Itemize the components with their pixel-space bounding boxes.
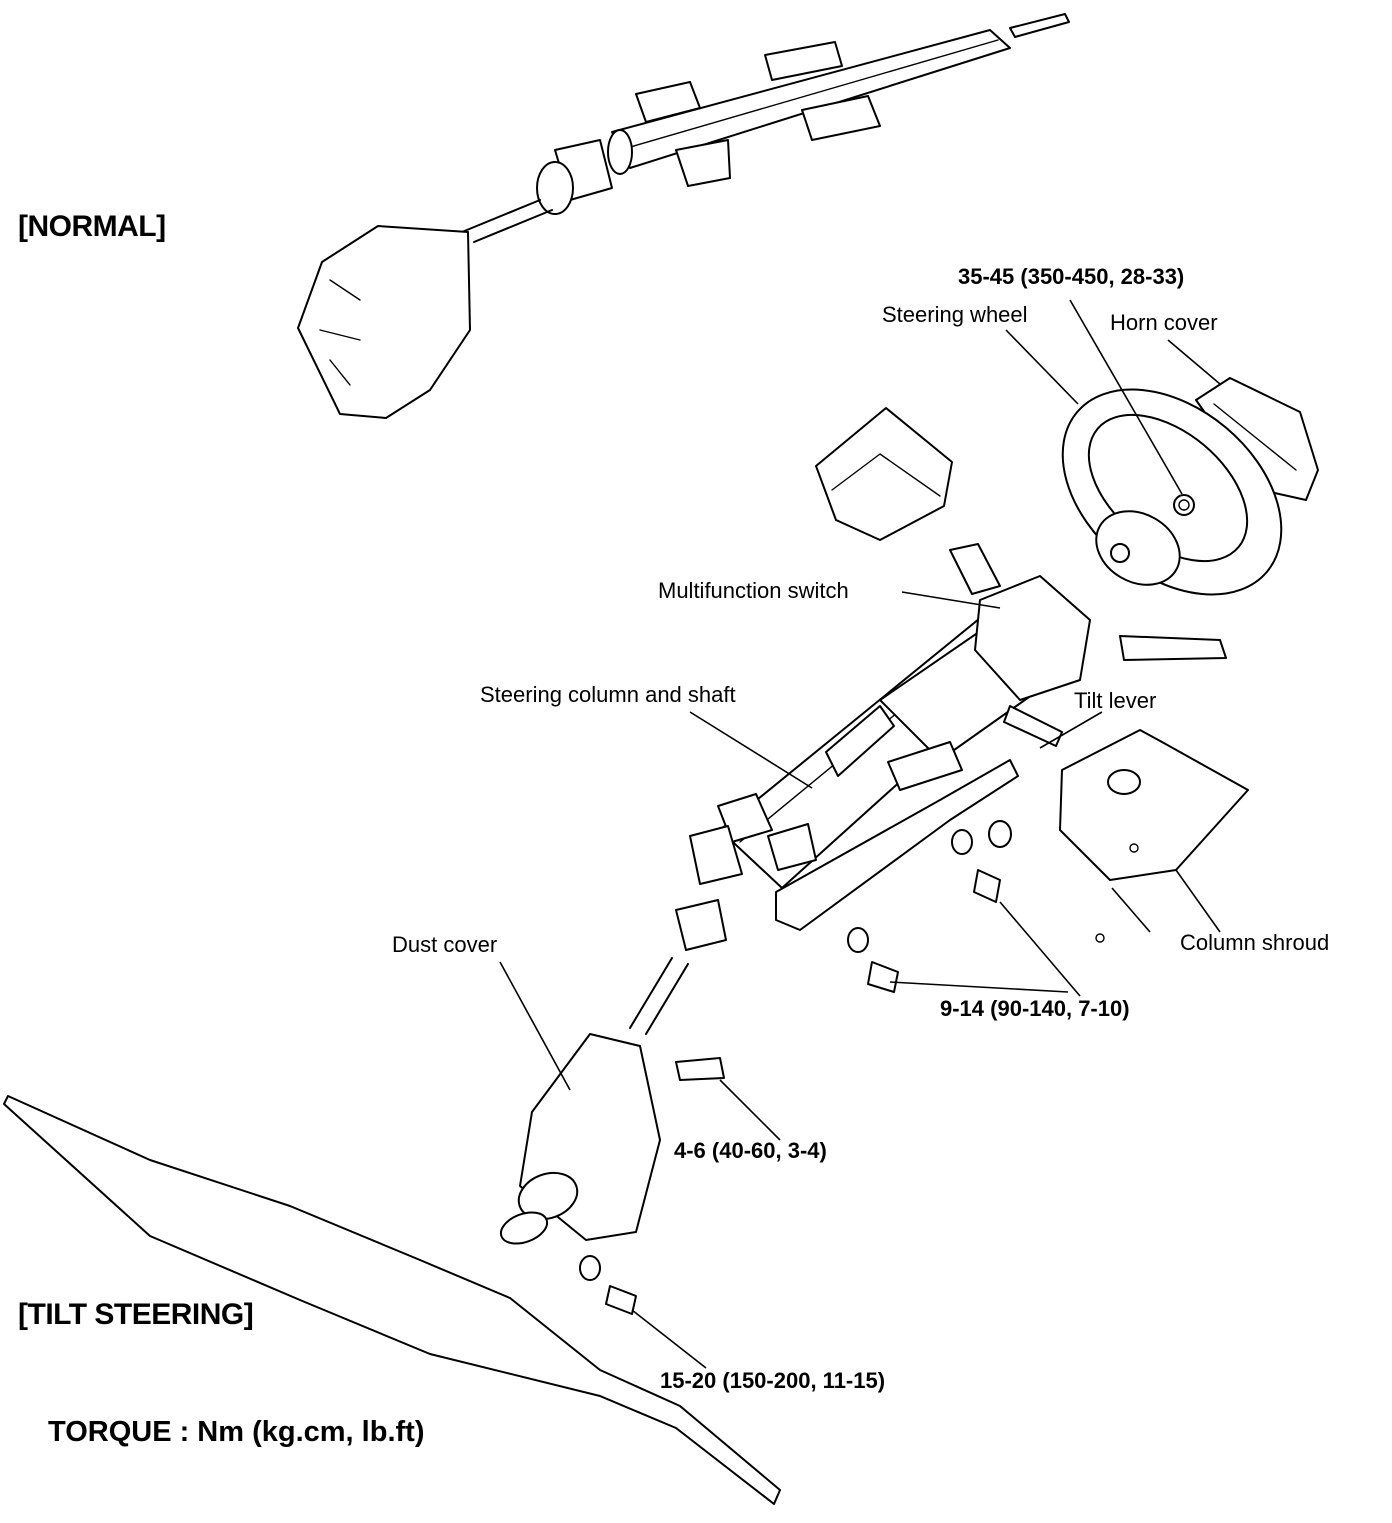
label-joint-bolt-torque: 15-20 (150-200, 11-15) <box>660 1368 886 1393</box>
label-steering-wheel: Steering wheel <box>882 302 1028 327</box>
heading-tilt-steering: [TILT STEERING] <box>18 1298 254 1331</box>
normal-steering-column <box>297 13 1070 419</box>
label-multifunction-switch: Multifunction switch <box>658 578 849 603</box>
label-column-bolt-torque: 9-14 (90-140, 7-10) <box>940 996 1130 1021</box>
label-steering-wheel-torque: 35-45 (350-450, 28-33) <box>958 264 1185 289</box>
heading-normal: [NORMAL] <box>18 210 166 243</box>
label-tilt-lever: Tilt lever <box>1074 688 1157 713</box>
steering-gear-outline <box>3 1095 781 1505</box>
label-column-shroud: Column shroud <box>1180 930 1330 955</box>
fasteners <box>579 820 1012 1315</box>
tilt-steering-column <box>629 543 1227 1035</box>
label-horn-cover: Horn cover <box>1110 310 1218 335</box>
leader-lines <box>499 299 1221 1369</box>
upper-column-cover-part <box>815 407 953 541</box>
label-dust-cover-bolt-torque: 4-6 (40-60, 3-4) <box>674 1138 827 1163</box>
label-steering-column: Steering column and shaft <box>480 682 736 707</box>
steering-wheel-part <box>1061 388 1283 596</box>
torque-units-note: TORQUE : Nm (kg.cm, lb.ft) <box>48 1416 425 1448</box>
label-dust-cover: Dust cover <box>392 932 498 957</box>
column-shroud-part <box>1059 729 1249 881</box>
